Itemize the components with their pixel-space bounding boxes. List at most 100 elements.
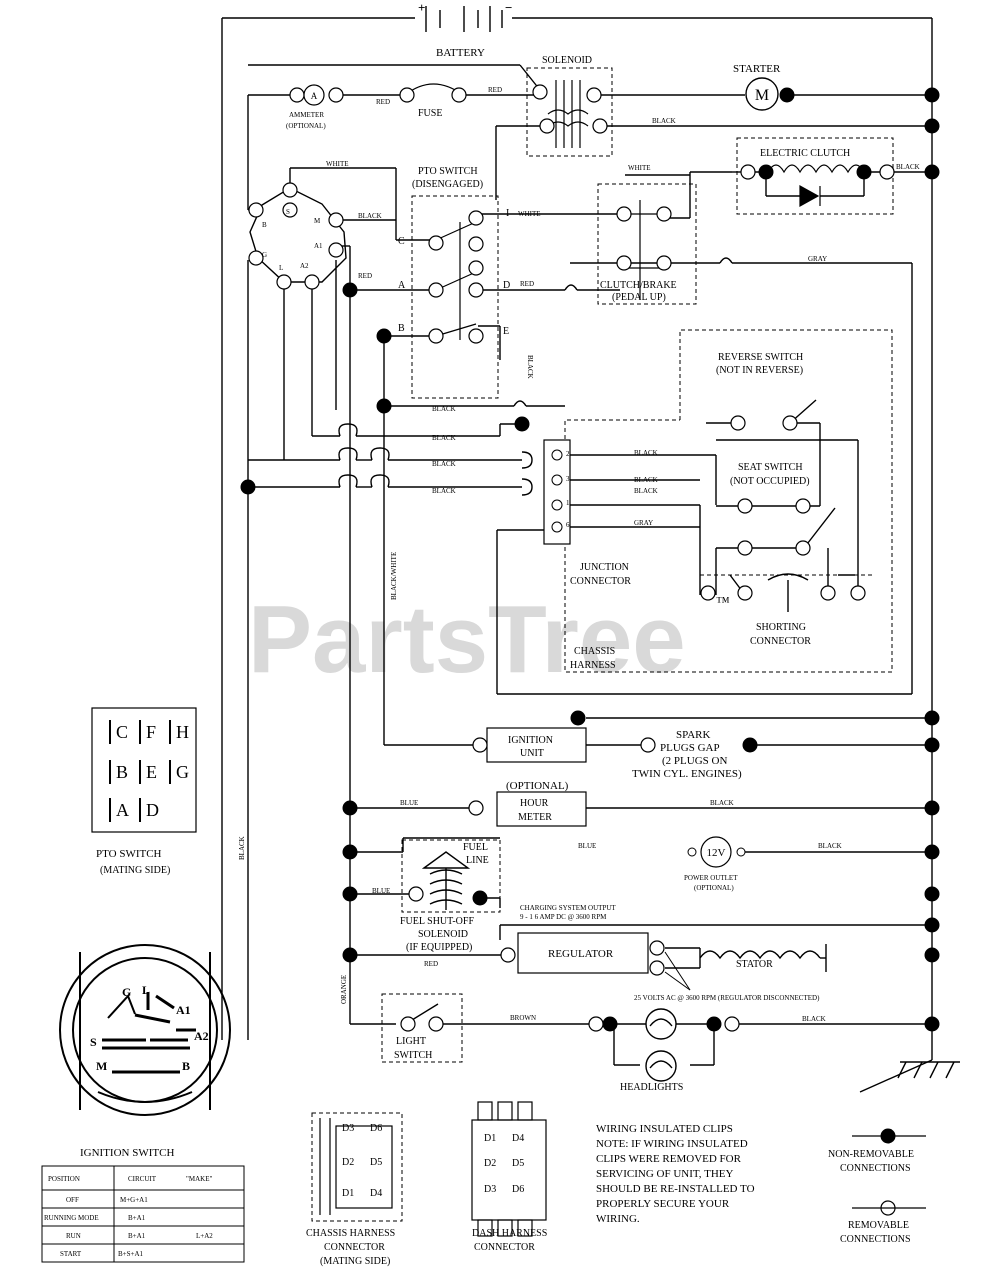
starter-label: STARTER	[733, 63, 781, 75]
ign-label-g: G	[122, 985, 131, 999]
ign-table-h3: "MAKE"	[186, 1175, 212, 1183]
wire-black-10: BLACK	[634, 487, 658, 495]
wire-black-13: BLACK	[802, 1015, 826, 1023]
wire-black-2: BLACK	[896, 163, 920, 171]
wire-black-12: BLACK	[818, 842, 842, 850]
charging-label-1: CHARGING SYSTEM OUTPUT	[520, 904, 616, 912]
ign-label-a1: A1	[176, 1003, 191, 1017]
wire-black-vertical: BLACK	[526, 355, 534, 379]
starter-motor: M	[745, 77, 779, 111]
hour-meter-label-2: METER	[518, 812, 552, 823]
note-line-6: PROPERLY SECURE YOUR	[596, 1198, 730, 1210]
dash-connector-drawing	[471, 1101, 547, 1237]
chassis-connector-label-3: (MATING SIDE)	[320, 1256, 390, 1267]
ammeter-label: AMMETER	[289, 111, 324, 119]
ign-term-b: B	[262, 221, 267, 229]
fuel-box	[401, 839, 501, 913]
pto-switch-box	[411, 195, 499, 399]
fuse-label: FUSE	[418, 108, 442, 119]
note-line-1: WIRING INSULATED CLIPS	[596, 1123, 733, 1135]
power-outlet-label-1: POWER OUTLET	[684, 874, 738, 882]
note-line-4: SERVICING OF UNIT, THEY	[596, 1168, 733, 1180]
pto-mating-grid	[109, 720, 171, 822]
chassis-connector-label-1: CHASSIS HARNESS	[306, 1228, 395, 1239]
clutch-brake-box	[597, 183, 697, 305]
pto-mating-f: F	[146, 722, 156, 742]
ign-label-s: S	[90, 1035, 97, 1049]
ign-term-s: S	[286, 208, 290, 216]
pto-mating-sub: (MATING SIDE)	[100, 865, 170, 876]
clutch-brake-label: CLUTCH/BRAKE	[600, 280, 677, 291]
dash-pin-d3: D3	[484, 1184, 496, 1195]
legend-removable-2: CONNECTIONS	[840, 1234, 911, 1245]
reverse-switch-sub: (NOT IN REVERSE)	[716, 365, 803, 376]
wire-red-1: RED	[376, 98, 390, 106]
fuel-line-label-1: FUEL	[463, 842, 488, 853]
battery-plus: +	[418, 0, 425, 15]
dash-pin-d1: D1	[484, 1133, 496, 1144]
ign-label-m: M	[96, 1059, 107, 1073]
wire-gray-2: GRAY	[634, 519, 653, 527]
dashed-boxes	[311, 67, 894, 1222]
wire-black-left: BLACK	[238, 836, 246, 860]
hour-meter-box	[496, 791, 587, 827]
pto-term-e: E	[503, 326, 509, 337]
note-line-2: NOTE: IF WIRING INSULATED	[596, 1138, 748, 1150]
clutch-brake-sub: (PEDAL UP)	[612, 292, 666, 303]
dash-pin-d6: D6	[512, 1184, 524, 1195]
legend-nonremovable-1: NON-REMOVABLE	[828, 1149, 914, 1160]
watermark-text: PartsTree	[248, 586, 686, 693]
watermark-tm: ™	[716, 595, 730, 610]
note-line-7: WIRING.	[596, 1213, 640, 1225]
fuel-line-label-2: LINE	[466, 855, 489, 866]
pto-term-b: B	[398, 323, 405, 334]
wire-black-11: BLACK	[710, 799, 734, 807]
legend-nonremovable-2: CONNECTIONS	[840, 1163, 911, 1174]
wire-red-5: RED	[424, 960, 438, 968]
pto-term-i: I	[506, 208, 509, 219]
ammeter: A	[303, 84, 325, 106]
chassis-pin-d5: D5	[370, 1157, 382, 1168]
ign-table-r1c2: M+G+A1	[120, 1196, 148, 1204]
watermark: PartsTree ™	[248, 586, 730, 693]
chassis-pin-d1: D1	[342, 1188, 354, 1199]
wire-blue-1: BLUE	[400, 799, 418, 807]
fuel-solenoid-label-3: (IF EQUIPPED)	[406, 942, 472, 953]
note-line-5: SHOULD BE RE-INSTALLED TO	[596, 1183, 755, 1195]
stator-label: STATOR	[736, 959, 773, 970]
hour-meter-opt: (OPTIONAL)	[506, 780, 569, 792]
wire-white-2: WHITE	[628, 164, 651, 172]
ign-label-l: L	[142, 983, 150, 997]
wire-red-2: RED	[488, 86, 502, 94]
ign-table-r2c1: RUNNING MODE	[44, 1214, 99, 1222]
wire-red-3: RED	[358, 272, 372, 280]
battery-label: BATTERY	[436, 47, 485, 59]
pto-mating-d: D	[146, 800, 159, 820]
ign-label-b: B	[182, 1059, 190, 1073]
pto-mating-g: G	[176, 762, 189, 782]
legend-removable-1: REMOVABLE	[848, 1220, 909, 1231]
spark-line-3: (2 PLUGS ON	[662, 755, 727, 767]
dash-pin-d2: D2	[484, 1158, 496, 1169]
wire-blue-3: BLUE	[372, 887, 390, 895]
ign-term-a2: A2	[300, 262, 309, 270]
chassis-connector-outer	[311, 1112, 403, 1222]
non-removable-connections	[240, 87, 940, 1144]
chassis-pin-d6: D6	[370, 1123, 382, 1134]
battery-minus: −	[505, 0, 512, 15]
ign-switch-title: IGNITION SWITCH	[80, 1147, 174, 1159]
ign-table-h1: POSITION	[48, 1175, 80, 1183]
power-outlet-label-2: (OPTIONAL)	[694, 884, 734, 892]
starter-symbol: M	[755, 87, 769, 104]
solenoid-label: SOLENOID	[542, 55, 592, 66]
wire-black-8: BLACK	[634, 449, 658, 457]
pto-mating-a: A	[116, 800, 129, 820]
ign-label-a2: A2	[194, 1029, 209, 1043]
junction-pin-6: 6	[566, 521, 570, 529]
wire-red-4: RED	[520, 280, 534, 288]
pto-term-c: C	[398, 236, 405, 247]
junction-pin-2: 2	[566, 450, 570, 458]
ignition-unit-label-1: IGNITION	[508, 735, 553, 746]
